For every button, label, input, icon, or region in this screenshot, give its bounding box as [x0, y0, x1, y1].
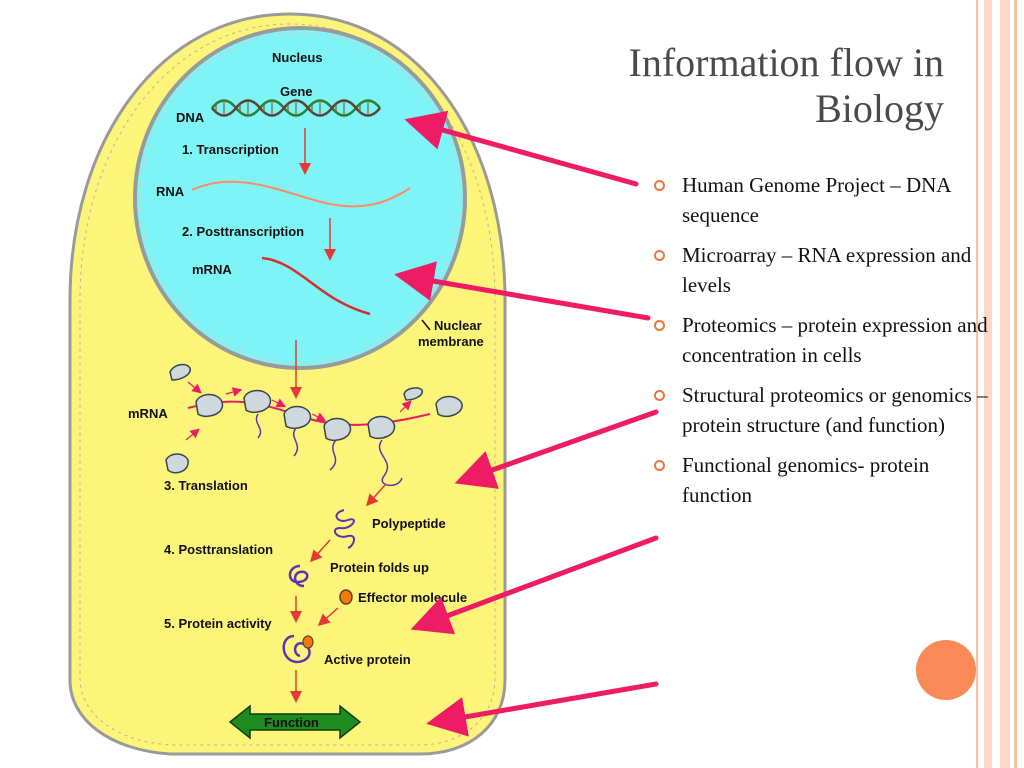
- rna-strand: [191, 180, 411, 208]
- pointer-arrow-function: [426, 681, 659, 737]
- bullet-item: Functional genomics- protein function: [652, 450, 997, 510]
- ribosome-icon: [195, 393, 224, 418]
- bound-effector-icon: [302, 635, 314, 649]
- bullet-item: Human Genome Project – DNA sequence: [652, 170, 997, 230]
- effector-arrow: [317, 607, 339, 626]
- translation-label: 3. Translation: [164, 478, 248, 493]
- nuclear-membrane-label-2: membrane: [418, 334, 484, 349]
- translation-arrow: [365, 483, 387, 507]
- ribosome-icon: [165, 453, 189, 474]
- ribosome-group: [165, 363, 463, 474]
- pointer-arrow-protein: [454, 409, 659, 489]
- translation-small-arrows: [185, 381, 412, 441]
- pointer-arrow-structure: [410, 535, 659, 635]
- bullet-text: Human Genome Project – DNA sequence: [682, 173, 951, 227]
- protein-folds-label: Protein folds up: [330, 560, 429, 575]
- transcription-label: 1. Transcription: [182, 142, 279, 157]
- ribosome-icon: [367, 415, 396, 440]
- dna-label: DNA: [176, 110, 205, 125]
- bullet-item: Proteomics – protein expression and conc…: [652, 310, 997, 370]
- right-stripe-1: [976, 0, 978, 768]
- bullet-item: Structural proteomics or genomics – prot…: [652, 380, 997, 440]
- bullet-list: Human Genome Project – DNA sequence Micr…: [652, 170, 997, 520]
- mrna-cytoplasm-label: mRNA: [128, 406, 168, 421]
- nuclear-membrane-label-1: Nuclear: [434, 318, 482, 333]
- polypeptide-label: Polypeptide: [372, 516, 446, 531]
- ribosome-icon: [403, 387, 423, 401]
- decorative-circle: [916, 640, 976, 700]
- bullet-text: Functional genomics- protein function: [682, 453, 930, 507]
- right-stripe-3: [1000, 0, 1010, 768]
- bullet-text: Microarray – RNA expression and levels: [682, 243, 972, 297]
- nascent-chains: [255, 413, 403, 487]
- pointer-arrows: [394, 110, 659, 737]
- pointer-arrow-rna: [394, 261, 651, 321]
- bullet-circle-icon: [654, 320, 665, 331]
- nucleus: [133, 26, 467, 370]
- posttranslation-label: 4. Posttranslation: [164, 542, 273, 557]
- pointer-arrow-dna: [404, 110, 639, 187]
- bullet-text: Structural proteomics or genomics – prot…: [682, 383, 988, 437]
- mrna-nucleus-label: mRNA: [192, 262, 232, 277]
- ribosome-icon: [323, 417, 352, 442]
- bullet-circle-icon: [654, 250, 665, 261]
- protein-activity-label: 5. Protein activity: [164, 616, 272, 631]
- active-protein-icon: [282, 634, 311, 664]
- ribosome-icon: [435, 395, 463, 418]
- bullet-circle-icon: [654, 180, 665, 191]
- nucleus-label: Nucleus: [272, 50, 323, 65]
- mrna-strand: [261, 256, 371, 316]
- gene-label: Gene: [280, 84, 313, 99]
- bullet-circle-icon: [654, 460, 665, 471]
- bullet-item: Microarray – RNA expression and levels: [652, 240, 997, 300]
- bullet-circle-icon: [654, 390, 665, 401]
- polypeptide-icon: [333, 509, 355, 549]
- ribosome-icon: [283, 405, 312, 430]
- ribosome-icon: [243, 389, 272, 414]
- function-double-arrow: [228, 704, 362, 740]
- nuclear-membrane-pointer: [421, 319, 431, 331]
- function-label: Function: [264, 715, 319, 730]
- slide-title: Information flow in Biology: [628, 40, 945, 131]
- nuclear-membrane-outline: [139, 32, 461, 364]
- effector-molecule-icon: [339, 589, 353, 605]
- bullet-text: Proteomics – protein expression and conc…: [682, 313, 988, 367]
- rna-label: RNA: [156, 184, 185, 199]
- folded-protein-icon: [288, 564, 309, 588]
- ribosome-icon: [169, 363, 191, 381]
- right-stripe-2: [984, 0, 992, 768]
- effector-label: Effector molecule: [358, 590, 467, 605]
- right-stripe-4: [1014, 0, 1017, 768]
- active-protein-label: Active protein: [324, 652, 411, 667]
- dna-helix-icon: [211, 99, 381, 117]
- posttranscription-label: 2. Posttranscription: [182, 224, 304, 239]
- posttranslation-arrow: [309, 539, 331, 563]
